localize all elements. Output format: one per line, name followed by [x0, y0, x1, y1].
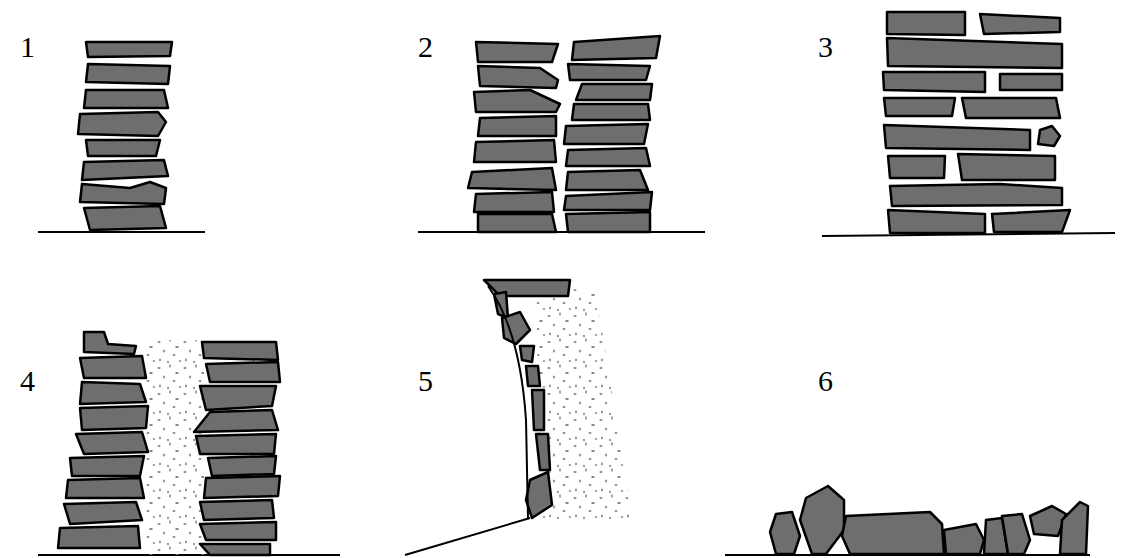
stone	[478, 214, 556, 232]
stone	[206, 362, 280, 382]
stone	[890, 184, 1062, 206]
stone	[468, 168, 556, 190]
stone	[76, 432, 148, 454]
stone	[200, 500, 274, 520]
stone	[564, 192, 652, 210]
stone	[80, 406, 148, 430]
stone	[887, 38, 1062, 68]
stone	[202, 342, 278, 360]
stone	[884, 98, 955, 116]
ground-line	[418, 231, 705, 233]
panel-number: 2	[418, 30, 433, 64]
stone	[478, 116, 556, 136]
stone	[1038, 126, 1060, 146]
stone	[204, 476, 280, 498]
rubble-fill	[146, 284, 632, 555]
stone	[526, 472, 552, 518]
ground-line	[405, 518, 530, 555]
stone	[86, 140, 160, 156]
stone	[208, 456, 276, 476]
stone	[1000, 74, 1062, 90]
stone	[1002, 514, 1030, 554]
stone	[566, 148, 650, 166]
stone	[887, 12, 965, 35]
stone	[888, 210, 985, 233]
stone	[888, 156, 945, 178]
stone	[520, 346, 534, 362]
stone	[884, 125, 1030, 150]
stone	[566, 212, 650, 232]
stone	[66, 478, 144, 498]
stone	[536, 434, 550, 470]
stone	[84, 206, 166, 230]
stone	[1060, 502, 1088, 554]
stone	[572, 36, 660, 60]
stone	[84, 90, 168, 108]
stone	[564, 124, 648, 144]
rubble-fill	[146, 340, 204, 555]
stone	[842, 512, 944, 554]
stone	[86, 42, 172, 57]
stone	[80, 182, 166, 204]
panel-number: 3	[818, 30, 833, 64]
stone	[980, 14, 1060, 34]
stone	[474, 90, 560, 112]
stone	[82, 160, 168, 180]
stone	[474, 192, 554, 212]
panel-number: 1	[20, 30, 35, 64]
stone	[800, 486, 844, 554]
stone	[576, 84, 652, 100]
stone	[962, 98, 1060, 118]
stone	[80, 356, 146, 378]
stone	[200, 544, 270, 555]
stone	[478, 66, 558, 88]
stone	[58, 526, 140, 548]
wall-face-line	[488, 286, 528, 518]
stone	[958, 154, 1055, 180]
stone	[770, 512, 800, 554]
ground-line	[38, 232, 1115, 555]
panel-number: 6	[818, 364, 833, 398]
panel-number: 4	[20, 364, 35, 398]
stone	[883, 72, 985, 92]
stone	[80, 382, 146, 404]
stone	[64, 502, 142, 524]
stone	[572, 104, 650, 120]
panel-number: 5	[418, 364, 433, 398]
stone	[200, 386, 276, 410]
stone	[476, 42, 558, 62]
stone	[474, 140, 556, 162]
ground-line	[38, 231, 205, 233]
stone	[992, 210, 1070, 232]
stone	[200, 522, 276, 540]
stone	[194, 410, 278, 432]
stone	[196, 434, 276, 454]
stone	[84, 332, 136, 354]
stone	[70, 456, 144, 476]
stone	[58, 12, 1088, 555]
wall-face-line	[488, 286, 528, 518]
stone	[566, 170, 648, 190]
stone	[78, 112, 166, 136]
stone	[944, 524, 984, 554]
stone	[526, 366, 540, 386]
stone	[494, 292, 508, 318]
stone	[502, 312, 530, 344]
stone	[568, 64, 650, 80]
stone	[86, 64, 170, 84]
stone	[532, 390, 544, 430]
